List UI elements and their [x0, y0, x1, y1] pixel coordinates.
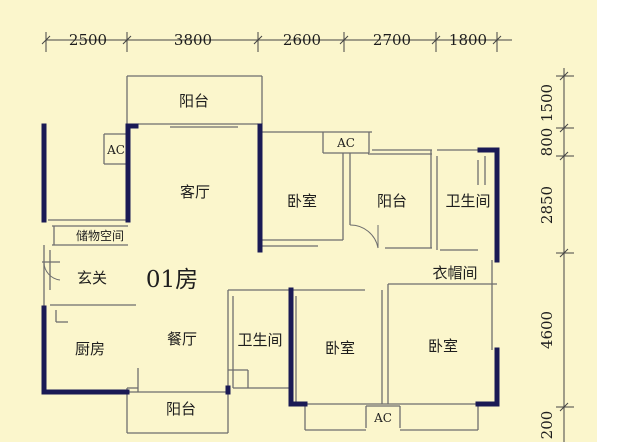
room-bedroom-bottom-left: 卧室 [325, 339, 355, 357]
dim-top-3: 2600 [283, 31, 321, 49]
dim-top-4: 2700 [373, 31, 411, 49]
room-bedroom-top: 卧室 [287, 192, 317, 210]
walls [41, 123, 500, 407]
room-balcony-top: 阳台 [179, 92, 209, 110]
room-living: 客厅 [180, 183, 210, 201]
dim-right-5: 200 [538, 411, 556, 440]
interior-lines [42, 75, 497, 434]
room-kitchen: 厨房 [75, 340, 105, 358]
ac-label-bottom: AC [373, 411, 392, 425]
ac-label-top: AC [336, 136, 355, 150]
dim-right-1: 1500 [538, 84, 556, 122]
dim-top-5: 1800 [449, 31, 487, 49]
room-closet: 衣帽间 [432, 264, 477, 282]
dim-top-2: 3800 [174, 31, 212, 49]
room-balcony-mid: 阳台 [377, 192, 407, 210]
room-bathroom-bottom: 卫生间 [237, 331, 282, 349]
room-dining: 餐厅 [167, 330, 197, 348]
door-arcs [43, 224, 379, 281]
ac-label-left: AC [106, 143, 125, 157]
unit-name: 01房 [146, 267, 198, 293]
dim-right-3: 2850 [538, 186, 556, 224]
margin-strip [597, 0, 637, 442]
room-bathroom-top: 卫生间 [445, 192, 490, 210]
right-dimension-line [556, 68, 574, 442]
room-entry: 玄关 [77, 269, 107, 287]
dim-right-4: 4600 [538, 311, 556, 349]
room-bedroom-bottom-right: 卧室 [428, 337, 458, 355]
room-balcony-bottom: 阳台 [166, 400, 196, 418]
dim-right-2: 800 [538, 128, 556, 157]
room-storage: 储物空间 [76, 228, 124, 243]
dim-top-1: 2500 [69, 31, 107, 49]
top-dimension-line [41, 32, 512, 52]
